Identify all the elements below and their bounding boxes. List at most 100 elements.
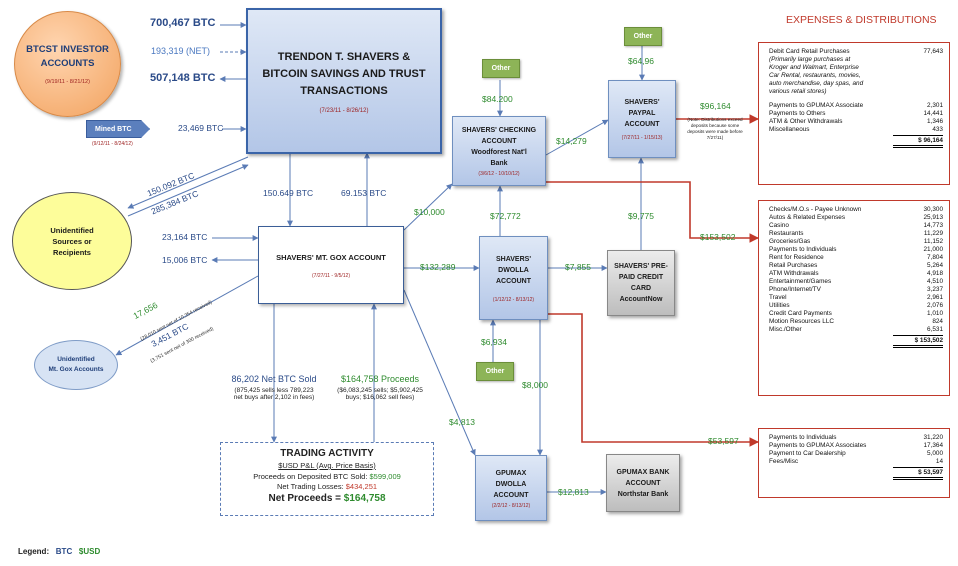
expense-total: $ 153,502 (893, 335, 943, 348)
expense-row-value: 824 (932, 318, 943, 325)
expense-row-label: Payments to Individuals (769, 246, 837, 253)
trading-proceeds-value: $599,009 (369, 472, 401, 481)
btc-sold-summary: 86,202 Net BTC Sold (875,425 sells less … (214, 374, 334, 401)
legend-label: Legend: (18, 547, 50, 556)
mtgox-dates: (7/27/11 - 9/5/12) (312, 272, 350, 279)
trust-title-2: BITCOIN SAVINGS AND TRUST (262, 67, 426, 80)
expense-row-value: 2,076 (927, 302, 943, 309)
flow-label-trust-gox-up: 69.153 BTC (341, 188, 387, 198)
flow-label-mined: 23,469 BTC (178, 123, 224, 133)
paypal-title-1: SHAVERS' (624, 99, 660, 106)
expense-row-value: 1,010 (927, 310, 943, 317)
expense-row-value: 2,961 (927, 294, 943, 301)
paypal-node: SHAVERS' PAYPAL ACCOUNT (7/27/11 - 1/15/… (608, 80, 676, 158)
flow-label-source-d: 15,006 BTC (162, 255, 208, 265)
paypal-dates: (7/27/11 - 1/15/13) (621, 135, 663, 141)
expense-row-value: 30,300 (923, 206, 943, 213)
checking-dates: (3/6/12 - 10/10/12) (478, 171, 520, 177)
flow-label-gox-gpumax: $4,813 (449, 417, 475, 427)
mtgox-title: SHAVERS' MT. GOX ACCOUNT (276, 252, 386, 262)
expense-row-value: 11,152 (923, 238, 943, 245)
checking-node: SHAVERS' CHECKING ACCOUNT Woodforest Nat… (452, 116, 546, 186)
trust-title-1: TRENDON T. SHAVERS & (277, 50, 411, 63)
expense-row-label: ATM Withdrawals (769, 270, 819, 277)
paypal-title-3: ACCOUNT (624, 121, 660, 128)
expense-row-label: Rent for Residence (769, 254, 824, 261)
expense-row-label: Misc./Other (769, 326, 802, 333)
dwolla-title-3: ACCOUNT (496, 277, 531, 285)
flow-arrow (403, 289, 476, 456)
flow-label-checking-paypal: $14,279 (556, 136, 587, 146)
gpumax-bank-title-3: Northstar Bank (617, 490, 669, 498)
expense-row: Entertainment/Games 4,510 (769, 278, 943, 286)
expense-row-label: Groceries/Gas (769, 238, 811, 245)
expense-row-label: ATM & Other Withdrawals (769, 118, 843, 125)
expense-row-label: Restaurants (769, 230, 804, 237)
expense-row-label: Entertainment/Games (769, 278, 832, 285)
trust-title-3: TRANSACTIONS (300, 84, 388, 97)
dwolla-node: SHAVERS' DWOLLA ACCOUNT (1/12/12 - 8/13/… (479, 236, 548, 320)
expense-row: various retail stores) (769, 88, 943, 96)
expense-row-value: 4,918 (927, 270, 943, 277)
checking-title-3: Woodforest Nat'l (471, 149, 527, 156)
expense-row-value: 4,510 (927, 278, 943, 285)
investor-accounts-node: BTCST INVESTOR ACCOUNTS (9/19/11 - 8/21/… (14, 11, 121, 117)
expense-row-value: 14,441 (923, 110, 943, 117)
flow-label-investor-out: 507,148 BTC (150, 72, 216, 84)
expense-row: Kroger and Walmart, Enterprise (769, 64, 943, 72)
prepaid-title-2: PAID CREDIT CARD (618, 274, 664, 292)
gox-accounts-title-1: Unidentified (57, 356, 95, 363)
unidentified-sources-node: Unidentified Sources or Recipients (12, 192, 132, 290)
trading-proceeds-label: Proceeds on Deposited BTC Sold: (253, 472, 368, 481)
dwolla-title-1: SHAVERS' (496, 255, 531, 263)
expense-row-label: auto merchandise, day spas, and (769, 80, 864, 87)
expense-arrow (546, 181, 759, 243)
other-tag-checking: Other (482, 59, 520, 78)
expense-row-label: Payments to Individuals (769, 434, 837, 441)
paypal-distribution-note: (Note: Distributions exceed deposits bec… (687, 117, 743, 140)
expense-row-value: 5,264 (927, 262, 943, 269)
trading-net-label: Net Proceeds = (268, 493, 342, 504)
expense-row-label: Payment to Car Dealership (769, 450, 846, 457)
trading-subtitle: $USD P&L (Avg. Price Basis) (278, 461, 376, 470)
flow-arrow (403, 183, 453, 231)
proceeds-title: $164,758 Proceeds (340, 374, 420, 384)
prepaid-card-node: SHAVERS' PRE- PAID CREDIT CARD AccountNo… (607, 250, 675, 316)
flow-label-other-checking: $84.200 (482, 94, 513, 104)
trading-net-value: $164,758 (343, 493, 386, 504)
expense-row-value: 433 (932, 126, 943, 133)
expense-row-label: Credit Card Payments (769, 310, 832, 317)
expense-row-value: 3,237 (927, 286, 943, 293)
btc-sold-line-1: (875,425 sells less 789,223 (234, 387, 314, 394)
trading-title: TRADING ACTIVITY (280, 448, 374, 459)
expense-row: Credit Card Payments 1,010 (769, 310, 943, 318)
expense-row-label: Payments to GPUMAX Associate (769, 102, 864, 109)
expenses-title: EXPENSES & DISTRIBUTIONS (786, 14, 937, 26)
other-label: Other (633, 33, 653, 40)
trading-losses-value: $434,251 (345, 482, 378, 491)
flow-label-dwolla-expenses: $53,597 (708, 436, 739, 446)
expense-arrow (548, 313, 759, 447)
gox-accounts-title-2: Mt. Gox Accounts (48, 366, 104, 373)
gpumax-dwolla-title-1: GPUMAX (495, 469, 527, 477)
expense-row: Groceries/Gas 11,152 (769, 238, 943, 246)
other-label: Other (485, 368, 505, 375)
expense-row-value: 5,000 (927, 450, 943, 457)
mined-btc-label: Mined BTC (95, 125, 132, 133)
btc-sold-title: 86,202 Net BTC Sold (231, 374, 317, 384)
expense-row-label: Casino (769, 222, 789, 229)
other-tag-dwolla: Other (476, 362, 514, 381)
